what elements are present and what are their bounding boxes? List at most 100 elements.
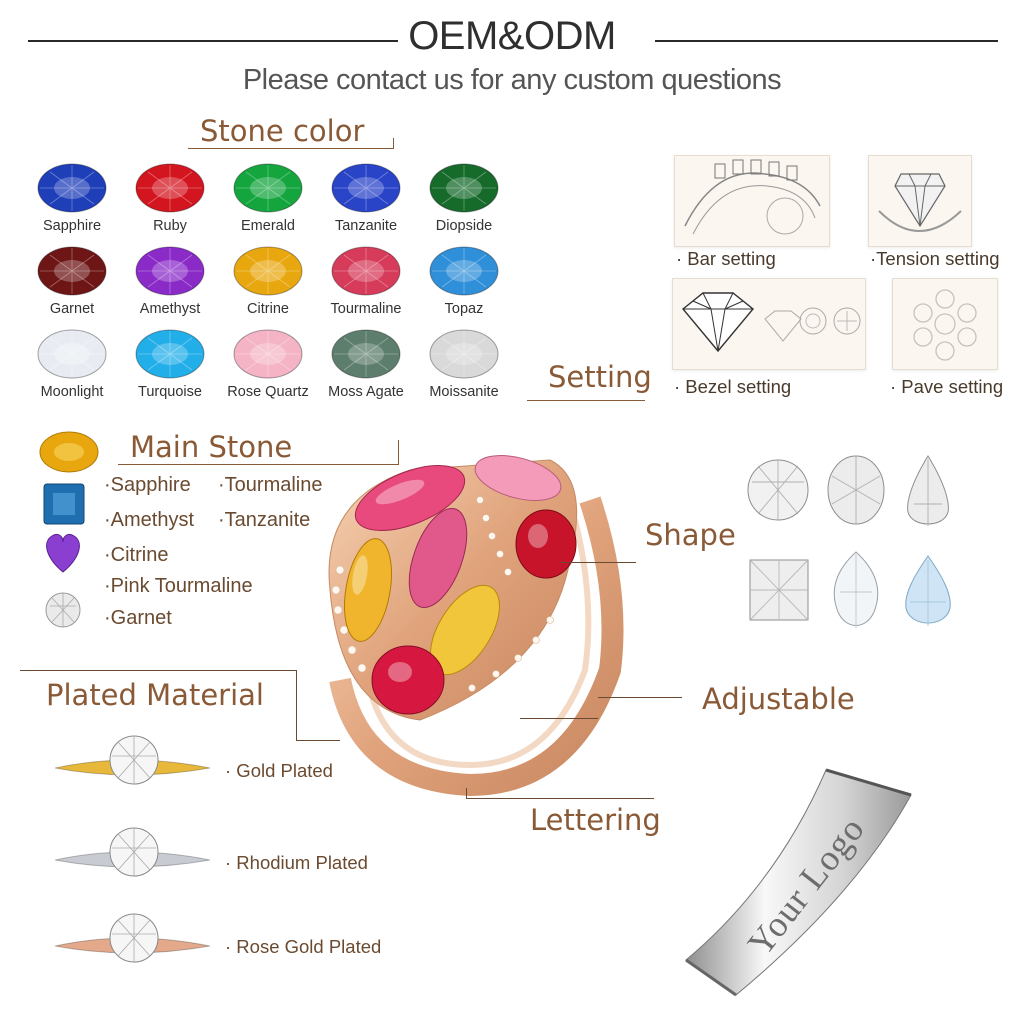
main-stone-pink-tourmaline: ·Pink Tourmaline (104, 575, 253, 597)
stone-label: Moissanite (429, 384, 499, 400)
stone-amethyst[interactable]: Amethyst (122, 245, 218, 317)
plated-option[interactable]: · Gold Plated (50, 730, 390, 810)
ring-stone-pink-1 (354, 465, 466, 531)
stone-color-underline (188, 148, 394, 149)
plated-ring-icon (54, 913, 211, 963)
bar-setting-icon (684, 159, 821, 235)
shape-leader (560, 562, 636, 563)
page-title: OEM&ODM (408, 14, 616, 58)
ring-stone-yellow-1 (344, 538, 392, 642)
gem-icon (233, 329, 303, 379)
stone-moss-agate[interactable]: Moss Agate (318, 328, 414, 400)
stone-label: Sapphire (42, 218, 102, 234)
gem-icon (331, 163, 401, 213)
stone-diopside[interactable]: Diopside (416, 162, 512, 234)
stone-topaz[interactable]: Topaz (416, 245, 512, 317)
stone-label: Ruby (153, 218, 187, 234)
gem-icon (429, 246, 499, 296)
shape-samples (747, 455, 951, 628)
main-stone-sapphire: ·Sapphire (104, 474, 191, 496)
stone-citrine[interactable]: Citrine (220, 245, 316, 317)
main-stone-icons (39, 431, 99, 628)
stone-turquoise[interactable]: Turquoise (122, 328, 218, 400)
plated-leader-down (296, 670, 297, 740)
stone-label: Emerald (241, 218, 295, 234)
pave-setting-label: · Pave setting (890, 376, 1004, 397)
stone-moonlight[interactable]: Moonlight (24, 328, 120, 400)
main-stone-garnet: ·Garnet (104, 607, 172, 629)
adjustable-heading: Adjustable (702, 682, 855, 716)
stone-color-underline-tick (393, 138, 394, 149)
setting-heading: Setting (548, 360, 652, 394)
header-rule-right (655, 40, 998, 42)
plated-label: · Rhodium Plated (225, 852, 368, 873)
stone-label: Rose Quartz (227, 384, 309, 400)
plated-option[interactable]: · Rose Gold Plated (50, 908, 390, 988)
gem-icon (233, 246, 303, 296)
stone-moissanite[interactable]: Moissanite (416, 328, 512, 400)
stone-tanzanite[interactable]: Tanzanite (318, 162, 414, 234)
amethyst-heart-icon (46, 533, 80, 573)
adjustable-leader-2 (520, 718, 598, 719)
lettering-heading: Lettering (530, 803, 661, 837)
tension-setting-label: ·Tension setting (870, 248, 1000, 269)
stone-label: Tanzanite (334, 218, 398, 234)
lettering-leader (466, 798, 654, 799)
topaz-square-icon (43, 483, 85, 525)
adjustable-leader (598, 697, 682, 698)
bar-setting-image[interactable] (674, 155, 830, 247)
gem-icon (135, 329, 205, 379)
plated-label: · Rose Gold Plated (225, 936, 382, 957)
plated-leader (20, 670, 296, 671)
citrine-oval-icon (39, 431, 99, 473)
bar-setting-label: · Bar setting (676, 248, 776, 269)
stone-label: Diopside (435, 218, 493, 234)
oval-shape-icon (827, 455, 885, 525)
stone-label: Turquoise (138, 384, 202, 400)
stone-label: Garnet (49, 301, 95, 317)
pave-setting-image[interactable] (892, 278, 998, 370)
gem-icon (233, 163, 303, 213)
bezel-setting-image[interactable] (672, 278, 866, 370)
stone-sapphire[interactable]: Sapphire (24, 162, 120, 234)
ring-stone-pink-2 (474, 455, 562, 501)
blue-pear-shape-icon (905, 555, 951, 626)
stone-label: Citrine (247, 301, 289, 317)
stone-color-heading: Stone color (200, 114, 365, 148)
main-stone-tourmaline: ·Tourmaline (218, 474, 323, 496)
plated-option[interactable]: · Rhodium Plated (50, 822, 390, 902)
gem-icon (135, 163, 205, 213)
moissanite-round-icon (45, 592, 81, 628)
stone-garnet[interactable]: Garnet (24, 245, 120, 317)
tension-setting-image[interactable] (868, 155, 972, 247)
shape-heading: Shape (645, 518, 736, 552)
gem-icon (429, 329, 499, 379)
main-stone-tanzanite: ·Tanzanite (218, 509, 311, 531)
plated-leader-horiz (296, 740, 340, 741)
stone-label: Tourmaline (330, 301, 402, 317)
gem-icon (331, 246, 401, 296)
engraved-band-illustration (685, 768, 912, 997)
gem-icon (37, 163, 107, 213)
tension-setting-icon (878, 173, 962, 232)
stone-rose-quartz[interactable]: Rose Quartz (220, 328, 316, 400)
plated-ring-icon (54, 735, 211, 785)
lettering-leader-tick (466, 788, 467, 799)
stone-ruby[interactable]: Ruby (122, 162, 218, 234)
gem-icon (37, 329, 107, 379)
pave-setting-icon (913, 289, 977, 361)
plated-label: · Gold Plated (225, 760, 333, 781)
main-stone-heading: Main Stone (130, 430, 293, 464)
main-stone-leader (398, 440, 399, 465)
ring-illustration (328, 455, 624, 797)
stone-tourmaline[interactable]: Tourmaline (318, 245, 414, 317)
plated-ring-icon (54, 827, 211, 877)
stone-emerald[interactable]: Emerald (220, 162, 316, 234)
main-stone-citrine: ·Citrine (104, 544, 169, 566)
ring-stone-red-1 (515, 509, 577, 579)
round-shape-icon (747, 459, 809, 521)
setting-underline (527, 400, 645, 401)
main-stone-amethyst: ·Amethyst (104, 509, 195, 531)
gem-icon (135, 246, 205, 296)
